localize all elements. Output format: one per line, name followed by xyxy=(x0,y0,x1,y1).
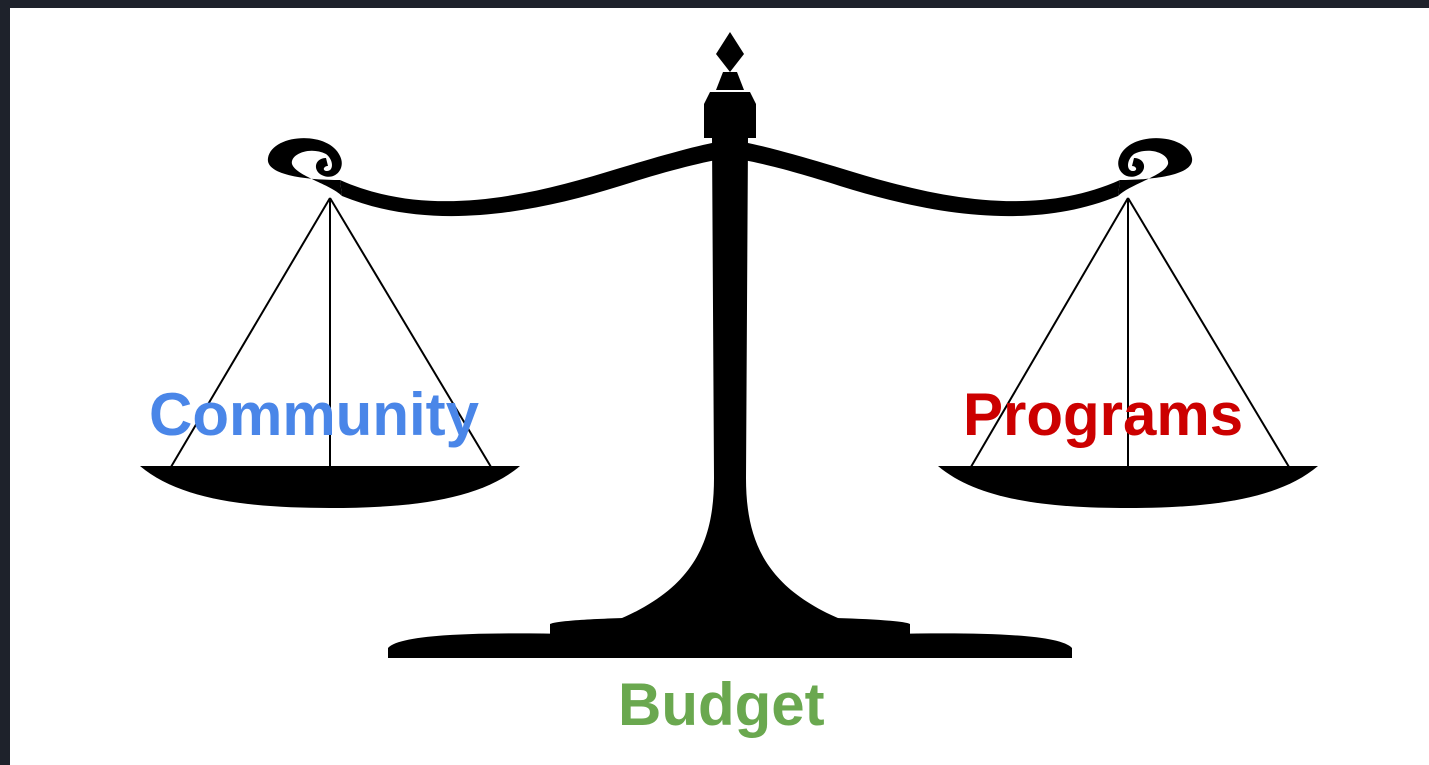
budget-label: Budget xyxy=(618,671,825,738)
slide: Community Programs Budget xyxy=(10,8,1429,765)
programs-label: Programs xyxy=(963,381,1244,448)
balance-scale-icon xyxy=(140,32,1318,658)
community-label: Community xyxy=(149,381,479,448)
